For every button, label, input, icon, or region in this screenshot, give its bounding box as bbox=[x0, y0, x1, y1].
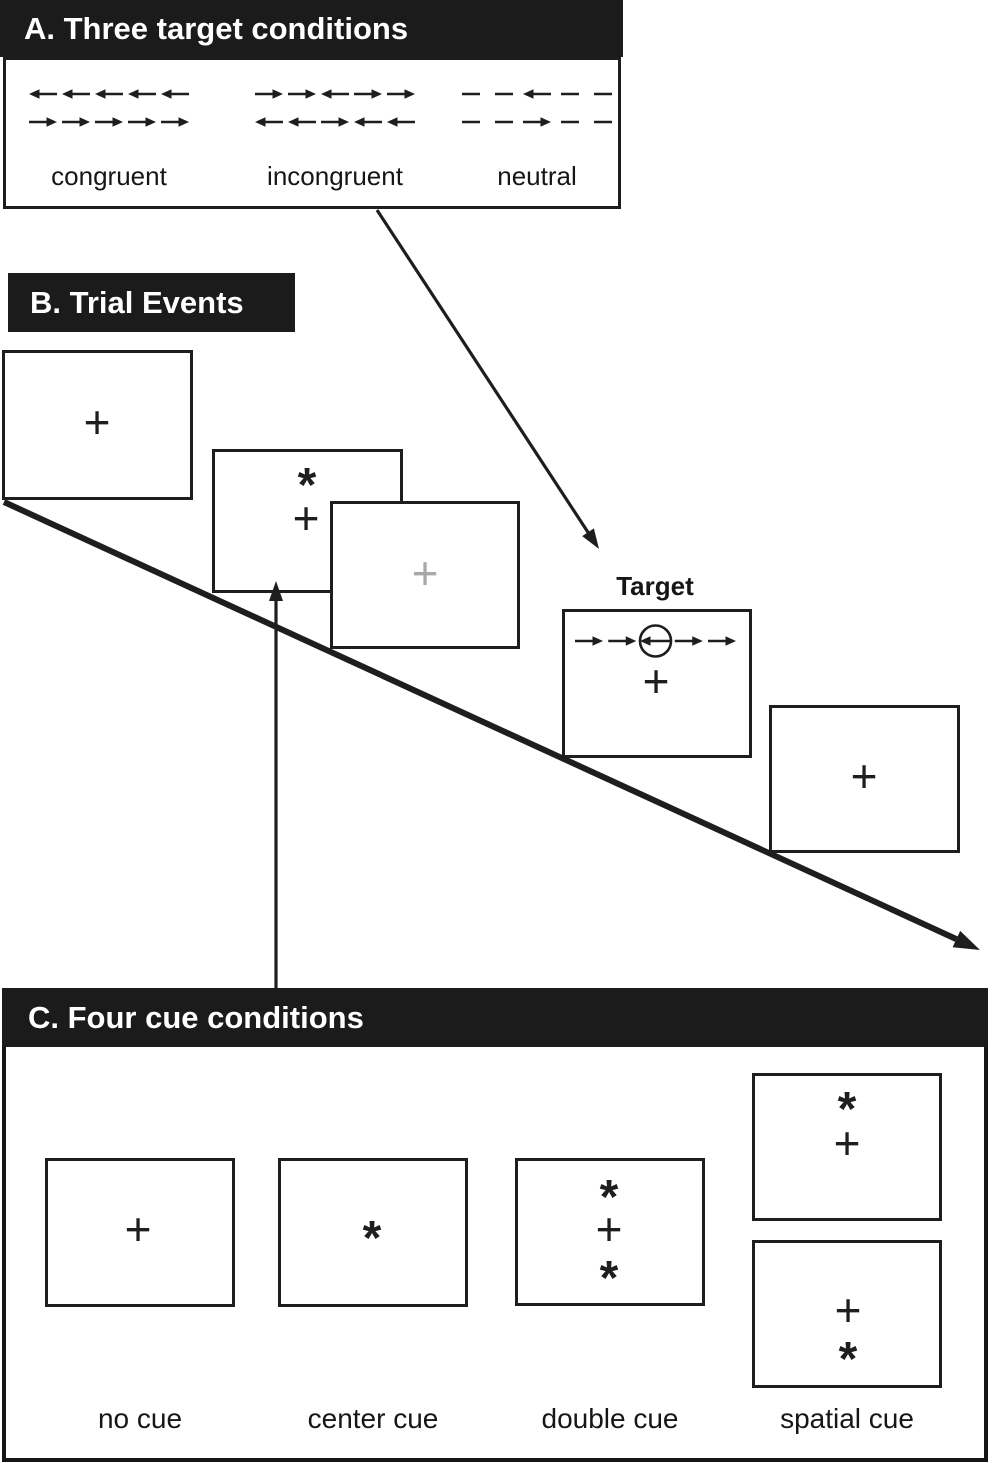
panel-a-stimulus-box bbox=[3, 57, 621, 209]
panel-a-title: A. Three target conditions bbox=[24, 10, 409, 46]
spatial-cue-top-screen bbox=[752, 1073, 942, 1221]
fixation-screen-1-cross: + bbox=[83, 395, 111, 448]
center-cue-screen-asterisk: * bbox=[362, 1212, 382, 1266]
cue-screen-cross: + bbox=[292, 491, 320, 544]
spatial-cue-bottom-screen-asterisk: * bbox=[838, 1333, 858, 1387]
panel-b-header: B. Trial Events bbox=[8, 273, 295, 332]
cue-screen-asterisk: * bbox=[297, 459, 317, 513]
fixation-screen-3-cross: + bbox=[850, 749, 878, 802]
panel-c-title: C. Four cue conditions bbox=[28, 999, 364, 1035]
target-condition-arrow bbox=[375, 209, 599, 549]
panel-a-header: A. Three target conditions bbox=[0, 0, 623, 57]
panel-c-header: C. Four cue conditions bbox=[2, 988, 988, 1047]
target-screen-label: Target bbox=[616, 571, 694, 601]
cue-condition-arrow bbox=[269, 581, 283, 988]
double-cue-screen-cross: + bbox=[595, 1202, 623, 1255]
target-screen-cross: + bbox=[642, 654, 670, 707]
cue-label-spatial-cue: spatial cue bbox=[780, 1403, 914, 1434]
no-cue-screen-cross: + bbox=[124, 1202, 152, 1255]
fixation-screen-2-cross: + bbox=[411, 546, 439, 599]
spatial-cue-top-screen-asterisk: * bbox=[837, 1083, 857, 1137]
double-cue-screen-asterisk: * bbox=[599, 1252, 619, 1306]
fixation-screen-3 bbox=[769, 705, 960, 853]
fixation-screen-1 bbox=[2, 350, 193, 500]
no-cue-screen bbox=[45, 1158, 235, 1307]
cue-label-no-cue: no cue bbox=[97, 1403, 183, 1434]
cue-label-double-cue: double cue bbox=[541, 1403, 679, 1434]
condition-label-congruent: congruent bbox=[51, 161, 167, 191]
fixation-screen-2 bbox=[330, 501, 520, 649]
spatial-cue-bottom-screen-cross: + bbox=[834, 1283, 862, 1336]
cue-label-center-cue: center cue bbox=[307, 1403, 439, 1434]
panel-b-title: B. Trial Events bbox=[30, 284, 244, 320]
double-cue-screen-asterisk: * bbox=[599, 1171, 619, 1225]
condition-label-neutral: neutral bbox=[497, 161, 577, 191]
center-cue-screen bbox=[278, 1158, 468, 1307]
double-cue-screen bbox=[515, 1158, 705, 1306]
condition-label-incongruent: incongruent bbox=[267, 161, 403, 191]
spatial-cue-top-screen-cross: + bbox=[833, 1116, 861, 1169]
spatial-cue-bottom-screen bbox=[752, 1240, 942, 1388]
